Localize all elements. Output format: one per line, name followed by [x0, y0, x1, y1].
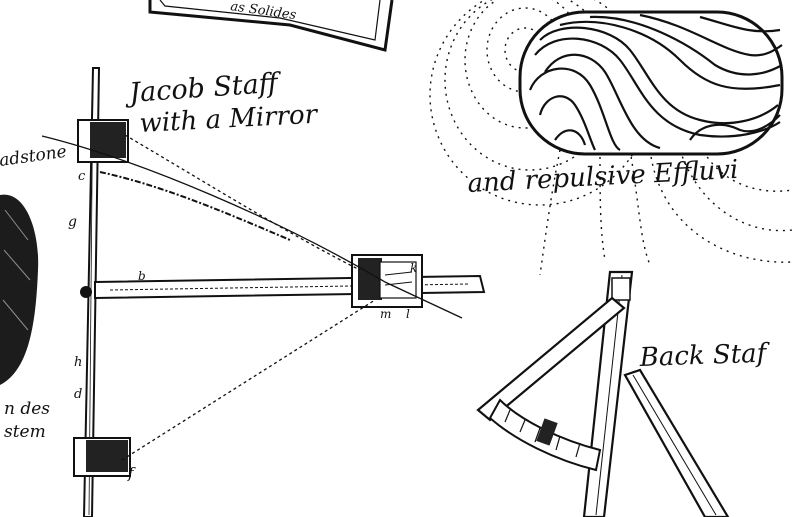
back-staff-title: Back Staf — [638, 338, 771, 373]
mark-g: g — [68, 214, 77, 230]
loadstone-fragment: adstone n des stem — [0, 142, 68, 442]
mark-l: l — [406, 307, 410, 321]
mark-c: c — [78, 169, 86, 184]
left-fragment-text-1: n des — [4, 399, 50, 419]
mark-h: h — [74, 355, 82, 370]
mirror-block — [351, 254, 423, 308]
mark-m: m — [380, 307, 391, 321]
back-staff-illustration: Back Staf — [476, 270, 771, 517]
mark-f: f — [127, 464, 136, 482]
mark-b: b — [138, 269, 146, 283]
mark-d: d — [74, 387, 82, 402]
left-fragment-text-2: stem — [4, 422, 46, 442]
mark-k: k — [410, 261, 417, 275]
